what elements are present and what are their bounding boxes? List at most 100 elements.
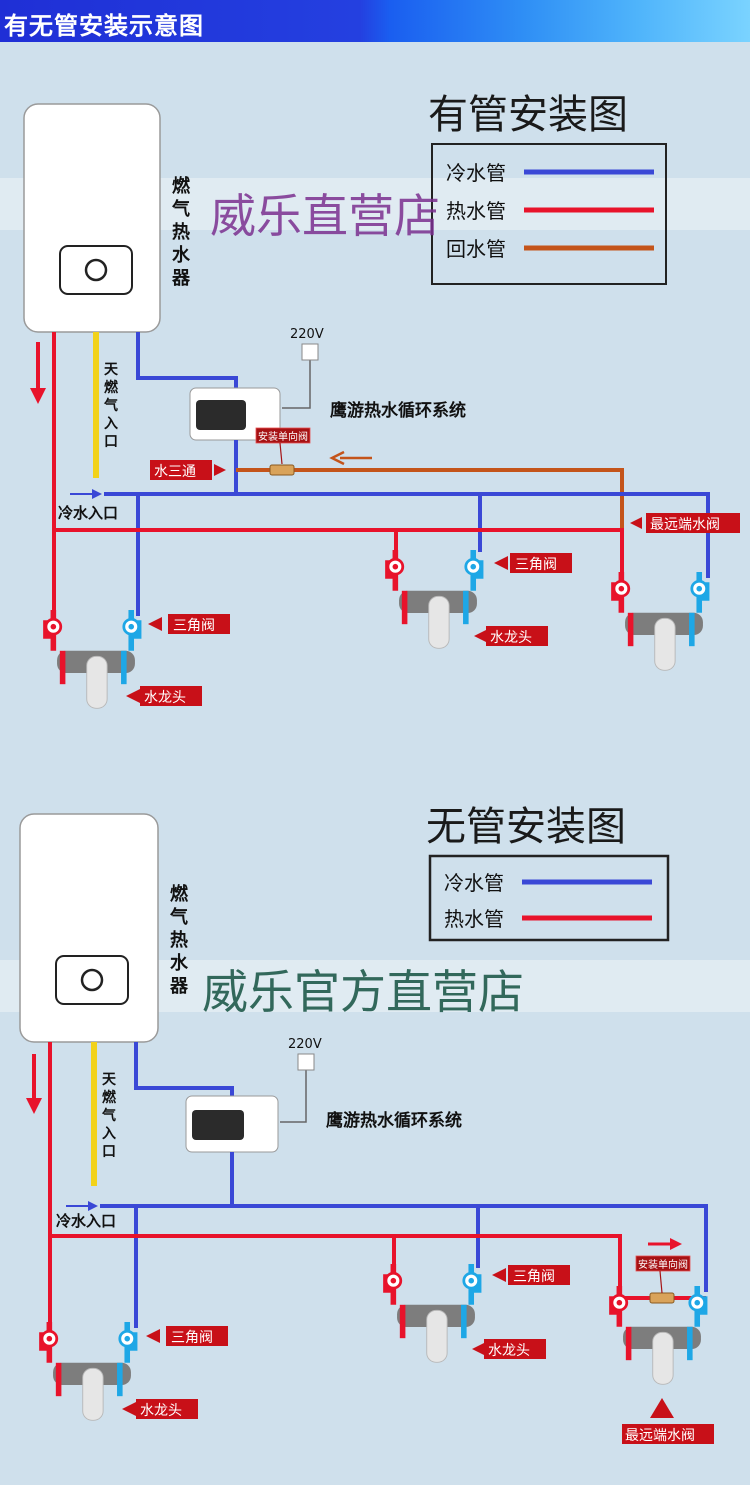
svg-text:安装单向阀: 安装单向阀: [638, 1258, 688, 1271]
top-check-valve: [269, 464, 295, 476]
top-cold-feed-pipe: [136, 332, 238, 390]
top-inlet-arrow-icon: [70, 489, 102, 499]
svg-text:燃: 燃: [172, 175, 191, 197]
bottom-voltage-label: 220V: [288, 1037, 322, 1052]
svg-text:气: 气: [103, 397, 118, 414]
top-power-socket-icon: [301, 343, 319, 361]
svg-text:水: 水: [172, 244, 191, 266]
bottom-gas-label: 天 燃 气 入 口: [101, 1072, 117, 1160]
svg-text:器: 器: [171, 268, 191, 289]
legend-hot-label: 热水管: [446, 199, 506, 223]
svg-text:最远端水阀: 最远端水阀: [625, 1428, 695, 1444]
legend-cold-label: 冷水管: [446, 161, 506, 185]
legend-return-label: 回水管: [446, 237, 506, 261]
bottom-faucet-1: [42, 1322, 135, 1420]
bottom-section-title: 无管安装图: [426, 804, 626, 850]
bottom-watermark: 威乐官方直营店: [202, 965, 524, 1019]
bottom-system-label: 鹰游热水循环系统: [326, 1110, 462, 1131]
svg-text:水三通: 水三通: [154, 464, 196, 480]
svg-text:口: 口: [102, 1144, 116, 1160]
top-system-label: 鹰游热水循环系统: [330, 400, 466, 421]
bottom-angle-valve-tag-1: 三角阀: [146, 1326, 228, 1346]
top-faucet-tag-1: 水龙头: [126, 686, 202, 706]
bottom-flow-arrow-down-icon: [26, 1054, 42, 1114]
bottom-check-valve: [649, 1292, 675, 1304]
bottom-cold-main-pipe: [100, 1204, 708, 1292]
top-faucet-1: [46, 610, 139, 708]
bottom-inlet-arrow-icon: [66, 1201, 98, 1211]
top-heater-knob-icon: [84, 258, 108, 282]
svg-text:燃: 燃: [104, 379, 119, 396]
top-heater-panel: [59, 245, 133, 295]
bottom-pump-display: [192, 1110, 244, 1140]
top-inlet-label: 冷水入口: [58, 504, 118, 522]
svg-text:水龙头: 水龙头: [144, 690, 186, 706]
top-valve-tag: 安装单向阀: [255, 427, 311, 465]
bottom-far-valve-tag: 最远端水阀: [622, 1398, 714, 1444]
svg-text:三角阀: 三角阀: [515, 557, 557, 573]
svg-text:三角阀: 三角阀: [171, 1330, 213, 1346]
top-faucet-3: [614, 572, 707, 670]
top-power-cable: [282, 360, 311, 409]
bottom-legend: 冷水管 热水管: [428, 854, 670, 942]
top-cold-main-pipe: [104, 492, 710, 578]
page-title: 有无管安装示意图: [4, 12, 204, 40]
bottom-inlet-label: 冷水入口: [56, 1212, 116, 1230]
bottom-faucet-tag-2: 水龙头: [472, 1339, 546, 1359]
svg-text:气: 气: [169, 906, 188, 928]
svg-text:水龙头: 水龙头: [488, 1343, 530, 1359]
svg-text:安装单向阀: 安装单向阀: [258, 430, 308, 443]
top-angle-valve-tag-2: 三角阀: [494, 553, 572, 573]
bottom-power-cable: [280, 1070, 307, 1123]
legend-hot-label: 热水管: [444, 907, 504, 931]
svg-text:入: 入: [102, 1126, 116, 1142]
bottom-power-socket-icon: [297, 1053, 315, 1071]
svg-text:入: 入: [104, 416, 118, 432]
top-tee-tag: 水三通: [150, 460, 226, 480]
bottom-heater-label: 燃 气 热 水 器: [169, 883, 189, 997]
top-watermark: 威乐直营店: [210, 189, 440, 243]
header-bar: 有无管安装示意图: [0, 0, 750, 42]
top-heater-label: 燃 气 热 水 器: [171, 175, 191, 289]
svg-text:燃: 燃: [170, 883, 189, 905]
svg-text:水龙头: 水龙头: [490, 630, 532, 646]
bottom-faucet-2: [386, 1264, 479, 1362]
bottom-far-valve-arrow-icon: [650, 1398, 674, 1418]
top-flow-arrow-down-icon: [30, 342, 46, 404]
svg-text:天: 天: [104, 362, 119, 378]
svg-text:热: 热: [170, 929, 188, 951]
svg-text:最远端水阀: 最远端水阀: [650, 517, 720, 533]
bottom-section: 无管安装图 冷水管 热水管 威乐官方直营店 燃 气 热 水 器 天 燃 气: [19, 804, 714, 1444]
top-gas-label: 天 燃 气 入 口: [103, 362, 119, 450]
top-faucet-2: [388, 550, 481, 648]
top-pump-display: [196, 400, 246, 430]
svg-text:三角阀: 三角阀: [513, 1269, 555, 1285]
svg-text:燃: 燃: [102, 1089, 117, 1106]
bottom-valve-tag: 安装单向阀: [635, 1255, 691, 1294]
bottom-bypass-arrow-icon: [648, 1238, 682, 1250]
bottom-faucet-tag-1: 水龙头: [122, 1399, 198, 1419]
svg-text:水: 水: [170, 952, 189, 974]
svg-text:水龙头: 水龙头: [140, 1403, 182, 1419]
svg-text:气: 气: [101, 1107, 116, 1124]
svg-text:天: 天: [102, 1072, 117, 1088]
top-faucet-tag-2: 水龙头: [474, 626, 548, 646]
top-section: 有管安装图 冷水管 热水管 回水管 威乐直营店 燃 气 热 水 器: [23, 92, 740, 708]
bottom-heater-panel: [55, 955, 129, 1005]
top-angle-valve-tag-1: 三角阀: [148, 614, 230, 634]
bottom-cold-feed-pipe: [134, 1042, 234, 1100]
svg-text:三角阀: 三角阀: [173, 618, 215, 634]
bottom-water-heater: [19, 813, 159, 1043]
svg-text:器: 器: [169, 976, 189, 997]
top-return-pipe: [236, 468, 624, 532]
bottom-angle-valve-tag-2: 三角阀: [492, 1265, 570, 1285]
top-return-arrow-icon: [329, 450, 372, 466]
top-hot-main-pipe: [54, 528, 624, 578]
svg-text:气: 气: [171, 198, 190, 220]
svg-text:热: 热: [172, 221, 190, 243]
top-section-title: 有管安装图: [428, 92, 628, 138]
bottom-heater-knob-icon: [80, 968, 104, 992]
bottom-hot-main-pipe: [50, 1234, 622, 1292]
top-voltage-label: 220V: [290, 327, 324, 342]
